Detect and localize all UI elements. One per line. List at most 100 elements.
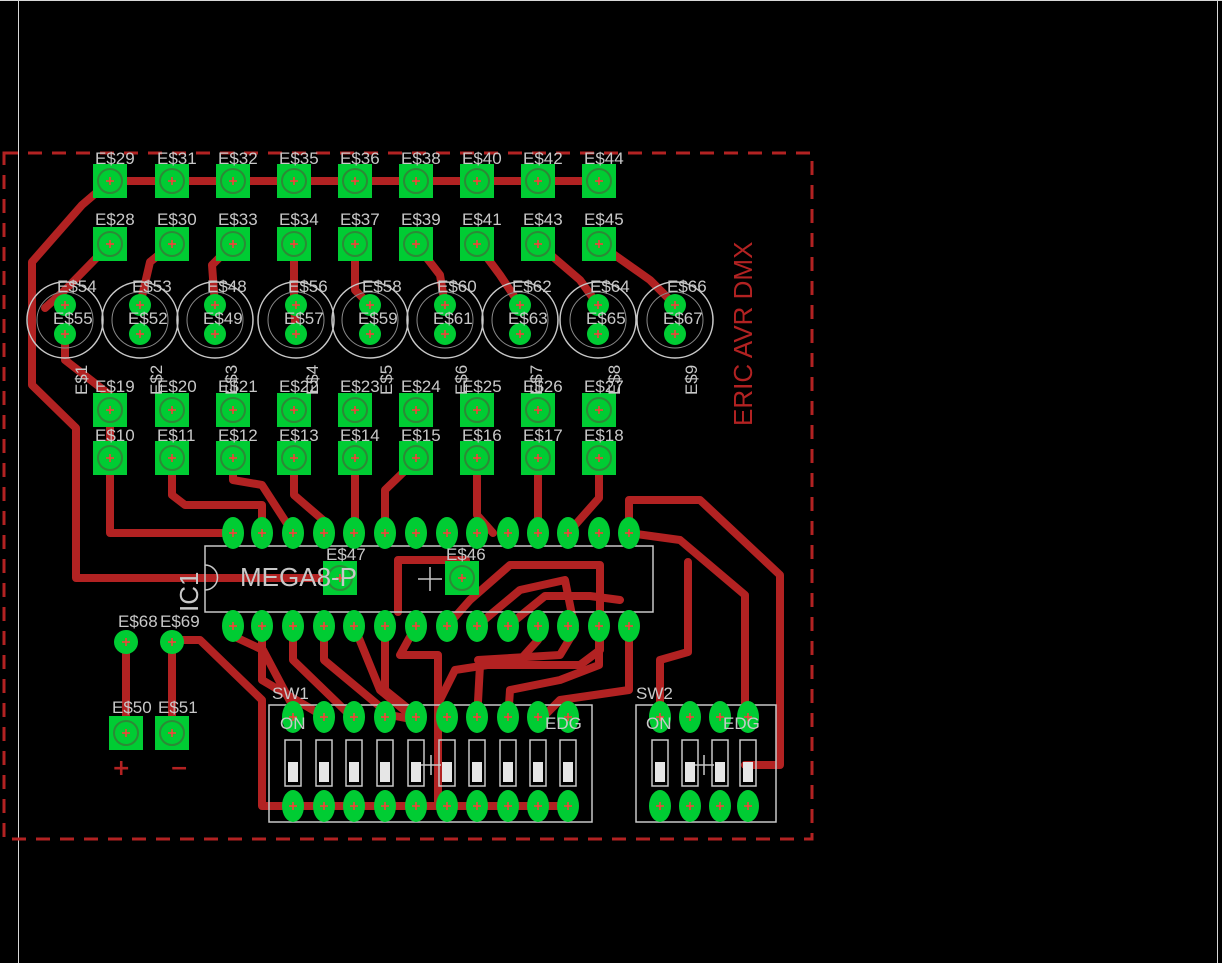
sw2-lever-3 — [711, 739, 729, 787]
sw2-lever-2 — [681, 739, 699, 787]
led-outline-9 — [636, 281, 714, 359]
ic1-pin-13 — [588, 610, 610, 642]
sw1-pin-bottom-5 — [405, 790, 427, 822]
sw1-pin-top-4 — [374, 701, 396, 733]
sw1-pin-top-3 — [343, 701, 365, 733]
pad-e39 — [399, 227, 433, 261]
ic1-pin-23 — [374, 517, 396, 549]
ic1-pin-2 — [251, 610, 273, 642]
pad-e13 — [277, 441, 311, 475]
pad-e25 — [460, 393, 494, 427]
pad-label-e61: E$61 — [433, 309, 473, 328]
ic1-pin-8 — [436, 610, 458, 642]
pad-label-e14: E$14 — [340, 426, 380, 445]
pad-e46 — [445, 561, 479, 595]
sw2-pin-top-1 — [649, 701, 671, 733]
sw1-pin-top-9 — [527, 701, 549, 733]
pad-label-e40: E$40 — [462, 149, 502, 168]
sw1-name: SW1 — [272, 684, 309, 703]
pad-e41 — [460, 227, 494, 261]
sw2-pin-top-4 — [737, 701, 759, 733]
pad-label-e13: E$13 — [279, 426, 319, 445]
ic1-pin-25 — [313, 517, 335, 549]
pad-label-e59: E$59 — [358, 309, 398, 328]
pad-label-e54: E$54 — [57, 277, 97, 296]
led-label-e7: E$7 — [527, 365, 546, 395]
pad-label-e23: E$23 — [340, 377, 380, 396]
pad-label-e17: E$17 — [523, 426, 563, 445]
sw1-lever-9 — [529, 739, 547, 787]
power-minus-sign: − — [170, 756, 188, 781]
pad-label-e20: E$20 — [157, 377, 197, 396]
ic1-pin-22 — [405, 517, 427, 549]
board-title: ERIC AVR DMX — [728, 242, 758, 426]
sw2-pin-bottom-3 — [709, 790, 731, 822]
pad-e47 — [323, 561, 357, 595]
ic1-pin-9 — [466, 610, 488, 642]
ic1-pin-14 — [618, 610, 640, 642]
pad-label-e60: E$60 — [437, 277, 477, 296]
pad-e43 — [521, 227, 555, 261]
pad-e54 — [54, 294, 76, 316]
pad-label-e51: E$51 — [158, 698, 198, 717]
sw1-lever-7 — [468, 739, 486, 787]
pad-e15 — [399, 441, 433, 475]
pad-label-e69: E$69 — [160, 612, 200, 631]
led-label-e5: E$5 — [377, 365, 396, 395]
pad-e59 — [359, 323, 381, 345]
pad-label-e15: E$15 — [401, 426, 441, 445]
pad-e21 — [216, 393, 250, 427]
pad-e19 — [93, 393, 127, 427]
sw1-lever-8 — [499, 739, 517, 787]
ic1-pin-21 — [436, 517, 458, 549]
pad-label-e63: E$63 — [508, 309, 548, 328]
pad-e64 — [587, 294, 609, 316]
pad-e63 — [509, 323, 531, 345]
pad-e33 — [216, 227, 250, 261]
pad-label-e57: E$57 — [284, 309, 324, 328]
pad-e61 — [434, 323, 456, 345]
led-outline-4 — [257, 281, 335, 359]
sw2-pin-top-2 — [679, 701, 701, 733]
pad-e24 — [399, 393, 433, 427]
pad-label-e46: E$46 — [446, 545, 486, 564]
pad-e28 — [93, 227, 127, 261]
pad-e26 — [521, 393, 555, 427]
sw1-pin-bottom-8 — [497, 790, 519, 822]
sw2-lever-4 — [739, 739, 757, 787]
pad-label-e32: E$32 — [218, 149, 258, 168]
sw1-pin-bottom-6 — [436, 790, 458, 822]
pad-e30 — [155, 227, 189, 261]
sw1-pin-bottom-10 — [557, 790, 579, 822]
pad-label-e30: E$30 — [157, 210, 197, 229]
pad-label-e38: E$38 — [401, 149, 441, 168]
sw1-lever-5 — [407, 739, 425, 787]
pad-e35 — [277, 164, 311, 198]
sw1-lever-2 — [315, 739, 333, 787]
pad-label-e64: E$64 — [590, 277, 630, 296]
led-outline-7 — [481, 281, 559, 359]
led-outline-8 — [559, 281, 637, 359]
ic1-pin-7 — [405, 610, 427, 642]
pad-e65 — [587, 323, 609, 345]
pad-label-e29: E$29 — [95, 149, 135, 168]
board-outline — [2, 151, 814, 841]
sw1-pin-top-10 — [557, 701, 579, 733]
pad-label-e68: E$68 — [118, 612, 158, 631]
sw1-edg-label: EDG — [545, 714, 582, 733]
pad-label-e44: E$44 — [584, 149, 624, 168]
pad-label-e31: E$31 — [157, 149, 197, 168]
sw1-lever-4 — [376, 739, 394, 787]
pad-label-e36: E$36 — [340, 149, 380, 168]
led-label-e3: E$3 — [222, 365, 241, 395]
pad-label-e16: E$16 — [462, 426, 502, 445]
pad-label-e27: E$27 — [584, 377, 624, 396]
pad-label-e66: E$66 — [667, 277, 707, 296]
pad-label-e43: E$43 — [523, 210, 563, 229]
pad-e60 — [434, 294, 456, 316]
ic1-pin-4 — [313, 610, 335, 642]
pad-label-e21: E$21 — [218, 377, 258, 396]
led-label-e6: E$6 — [452, 365, 471, 395]
led-outline-3 — [176, 281, 254, 359]
